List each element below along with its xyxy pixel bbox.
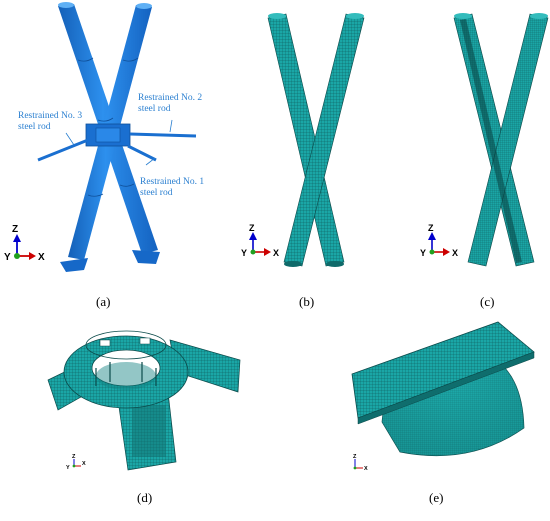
annotation-rod-2-line2: steel rod [138, 104, 171, 114]
axis-x-label: X [82, 461, 86, 467]
restrained-rod-3 [37, 138, 89, 162]
tube-top-cap [136, 3, 152, 9]
axis-y-label: Y [420, 248, 426, 258]
panel-label-a: (a) [96, 294, 111, 309]
restrained-rod-1 [127, 144, 157, 162]
panel-b-mesh [267, 13, 365, 267]
bottom-flange-right [132, 250, 160, 264]
tube-top-cap [58, 2, 74, 8]
annotation-rod-1-line2: steel rod [140, 188, 173, 198]
axis-triad-a: Z Y X [4, 224, 45, 263]
axis-y-label: Y [66, 465, 70, 471]
axis-z-label: Z [72, 454, 76, 460]
axis-y-label: Y [4, 252, 11, 263]
axis-z-label: Z [353, 454, 357, 460]
panel-a-model [37, 2, 197, 272]
axis-z-label: Z [12, 224, 18, 235]
panel-c-mesh [453, 13, 549, 267]
axis-y-label: Y [241, 248, 247, 258]
axis-x-label: X [38, 252, 45, 263]
panel-d-joint-mesh [47, 330, 241, 471]
panel-label-c: (c) [480, 294, 495, 309]
axis-x-label: X [364, 466, 368, 472]
panel-e-contact-mesh [351, 321, 535, 457]
annotation-rod-2-line1: Restrained No. 2 [138, 93, 203, 103]
annotation-rod-2: Restrained No. 2 steel rod [138, 93, 202, 115]
axis-z-label: Z [249, 223, 255, 233]
axis-x-label: X [273, 248, 279, 258]
axis-triad-b: Z Y X [241, 223, 279, 258]
axis-triad-e: Z X [353, 454, 368, 472]
panel-label-e: (e) [429, 490, 444, 505]
axis-x-label: X [452, 248, 458, 258]
restrained-rod-2 [129, 132, 197, 138]
axis-triad-c: Z Y X [420, 223, 458, 258]
axis-triad-d: Z Y X [66, 454, 86, 471]
annotation-rod-3: Restrained No. 3 steel rod [18, 111, 82, 133]
annotation-rod-3-line1: Restrained No. 3 [18, 111, 83, 121]
annotation-rod-3-line2: steel rod [18, 122, 51, 132]
axis-z-label: Z [428, 223, 434, 233]
panel-label-d: (d) [137, 490, 153, 505]
panel-label-b: (b) [299, 294, 315, 309]
annotation-rod-1-line1: Restrained No. 1 [140, 177, 205, 187]
annotation-rod-1: Restrained No. 1 steel rod [140, 177, 204, 199]
bottom-flange-left [60, 258, 88, 272]
